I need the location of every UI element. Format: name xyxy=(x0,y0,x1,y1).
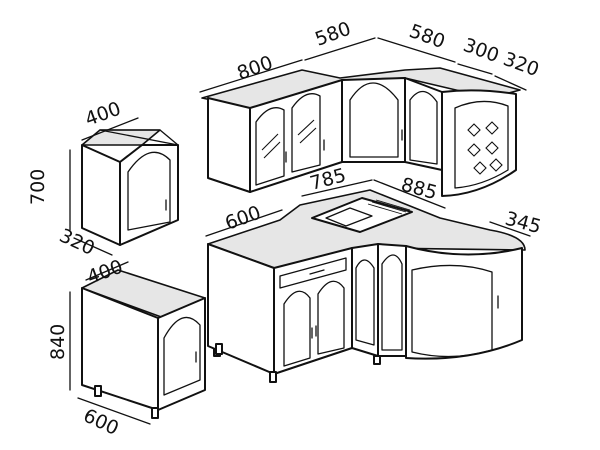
base-cabinet-set xyxy=(207,189,526,383)
dim-line-800 xyxy=(199,59,303,93)
dim-line-600-floor xyxy=(77,397,151,425)
floor-cabinet-leg xyxy=(151,407,159,419)
dim-upper-300: 300 xyxy=(460,34,502,67)
dim-line-320 xyxy=(73,237,113,256)
base-drawer xyxy=(279,257,347,289)
dim-wall-height: 700 xyxy=(27,169,49,205)
wall-cabinet-standalone xyxy=(81,129,179,246)
upper-corner-door xyxy=(349,82,399,158)
base-leg xyxy=(373,355,381,365)
floor-cabinet-leg xyxy=(94,385,102,397)
floor-cabinet-front xyxy=(157,297,206,411)
dim-line-580-a xyxy=(304,37,376,61)
base-leg xyxy=(269,371,277,383)
base-corner-door xyxy=(355,259,375,346)
base-curved-end xyxy=(405,245,523,360)
upper-glass-end-door xyxy=(454,100,509,189)
dim-line-300 xyxy=(457,63,493,75)
dim-floor-depth: 600 xyxy=(80,405,122,440)
dim-line-785 xyxy=(301,179,373,197)
base-door-1 xyxy=(283,290,311,367)
dim-base-885: 885 xyxy=(399,174,440,205)
wall-cabinet-side xyxy=(81,144,121,246)
upper-glass-door-1 xyxy=(255,107,285,186)
dim-line-400-floor xyxy=(85,261,129,281)
upper-cabinet-set xyxy=(201,67,521,197)
floor-cabinet-standalone xyxy=(81,269,221,419)
dim-line-600-base xyxy=(205,209,283,237)
upper-corner-front xyxy=(341,77,406,163)
dim-line-885 xyxy=(373,179,446,209)
base-right-door xyxy=(381,254,403,351)
dim-upper-580-left: 580 xyxy=(312,18,354,51)
floor-cabinet-door-arch xyxy=(163,316,201,396)
upper-glass-door-2 xyxy=(291,93,321,173)
dim-line-400-top xyxy=(81,117,139,141)
wall-cabinet-top xyxy=(81,129,161,146)
dim-upper-320: 320 xyxy=(500,48,542,81)
dim-base-345: 345 xyxy=(503,208,544,239)
sink-bowl xyxy=(325,207,373,227)
wall-cabinet-front xyxy=(119,144,179,246)
base-door-2 xyxy=(317,280,345,355)
drawer-handle xyxy=(309,269,325,275)
base-leg xyxy=(215,343,223,355)
upper-glass-end-cabinet xyxy=(441,89,517,197)
dim-line-320-upper xyxy=(494,75,527,91)
wall-cabinet-door-arch xyxy=(127,151,171,231)
base-curved-door xyxy=(411,264,493,358)
dim-line-345 xyxy=(489,221,531,237)
dim-line-580-b xyxy=(377,37,456,63)
upper-right-door xyxy=(409,90,438,165)
dim-floor-height: 840 xyxy=(47,324,69,360)
upper-left-end xyxy=(207,97,251,193)
